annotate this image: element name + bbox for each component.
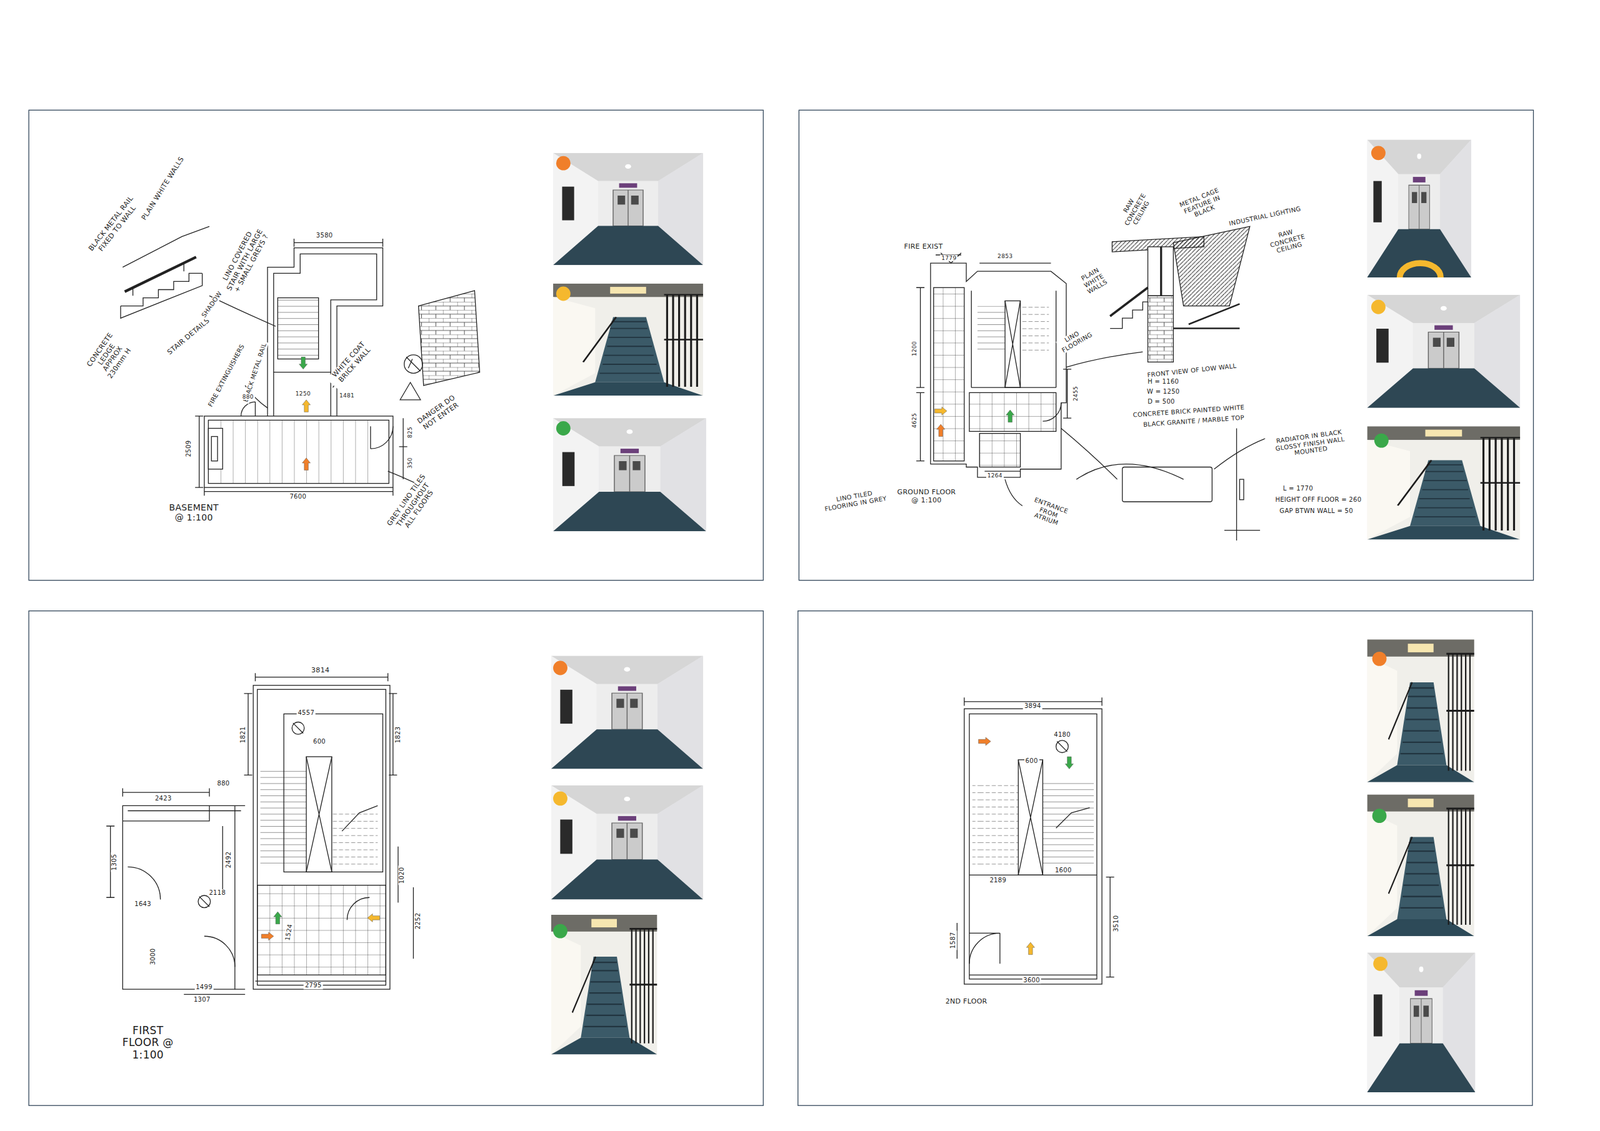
sketch-note: FIRST FLOOR @ 1:100 (115, 1024, 181, 1062)
dimension-label: 2189 (988, 876, 1008, 885)
dimension-label: 1020 (398, 865, 407, 885)
dimension-label: 3580 (315, 231, 335, 240)
photos (551, 140, 1520, 1093)
dimension-label: 1499 (194, 984, 214, 992)
sketch-note: BASEMENT @ 1:100 (166, 501, 221, 522)
sketch-note: RAW CONCRETE CEILING (1259, 223, 1317, 259)
second-floor-plan (956, 697, 1114, 985)
dimension-label: 2509 (185, 439, 193, 459)
dimension-label: 4557 (296, 709, 316, 717)
sketch-note: D = 500 (1146, 398, 1177, 407)
basement-arrows (299, 356, 311, 470)
dimension-label: 1264 (986, 472, 1004, 479)
dimension-label: 2455 (1072, 385, 1079, 403)
sketch-note: CONCRETE LEDGE APPROX 230mm H (83, 328, 137, 386)
dimension-label: 1821 (239, 725, 247, 745)
dimension-label: 880 (216, 780, 232, 788)
sketch-note: DANGER DO NOT ENTER (414, 393, 464, 434)
dimension-label: 825 (406, 425, 414, 440)
panel-frames (28, 110, 1534, 1106)
first-floor-plan (106, 673, 414, 995)
sketch-note: STAIR DETAILS (165, 316, 212, 358)
basement-plan (120, 226, 480, 496)
sketch-note: RADIATOR IN BLACK GLOSSY FINISH WALL MOU… (1264, 426, 1356, 461)
dimension-label: 3600 (1021, 976, 1042, 985)
sketch-note: LINO FLOORING (1055, 325, 1092, 354)
sketch-note: WHITE COAT BRICK WALL (326, 335, 378, 390)
dimension-label: 4180 (1052, 731, 1072, 739)
dimension-label: 1305 (110, 852, 119, 872)
sketch-note: FRONT VIEW OF LOW WALL (1145, 361, 1239, 379)
sketch-note: PLAIN WHITE WALLS (1071, 261, 1116, 300)
sketch-note: BLACK METAL RAIL FIXED TO WALL (85, 192, 144, 261)
dimension-label: 1643 (133, 900, 153, 909)
sketch-note: W = 1250 (1145, 388, 1181, 396)
sketch-note: METAL CAGE FEATURE IN BLACK (1170, 183, 1234, 225)
sketch-note: PLAIN WHITE WALLS (140, 154, 187, 223)
dimension-label: 1587 (949, 931, 957, 951)
sketch-note: RAW CONCRETE CEILING (1114, 185, 1155, 234)
dimension-label: 1200 (911, 340, 918, 358)
dimension-label: 600 (1024, 757, 1040, 765)
sketch-note: LINO COVERED STAIR WITH LARGE + SMALL GR… (215, 220, 274, 301)
dimension-label: 2252 (415, 911, 423, 932)
dimension-label: 600 (311, 738, 327, 746)
sketch-note: FIRE EXIST (903, 243, 945, 252)
dimension-label: 2492 (225, 850, 233, 870)
dimension-label: 1823 (394, 725, 402, 745)
dimension-label: 2423 (153, 795, 174, 804)
dimension-label: 1307 (192, 996, 212, 1004)
dimension-label: 7600 (288, 493, 308, 501)
sketch-note: HEIGHT OFF FLOOR = 260 (1273, 496, 1363, 504)
sketch-note: GREY LINO TILES THROUGHOUT ALL FLOORS (385, 472, 442, 539)
second-floor-arrows (978, 737, 1074, 955)
sketch-note: ENTRANCE FROM ATRIUM (1025, 495, 1074, 530)
dimension-label: 350 (406, 456, 414, 470)
dimension-label: 2853 (996, 253, 1014, 260)
first-floor-arrows (261, 911, 380, 941)
dimension-label: 3894 (1023, 702, 1043, 710)
dimension-label: 1250 (294, 390, 312, 397)
ground-floor-plan (916, 226, 1265, 541)
sketch-note: H = 1160 (1146, 378, 1180, 386)
ground-floor-arrows (934, 406, 1014, 437)
dimension-label: 1600 (1053, 866, 1074, 875)
dimension-label: 1779 (940, 255, 958, 262)
sketch-note: L = 1770 (1281, 485, 1315, 493)
sketch-note: GROUND FLOOR @ 1:100 (894, 488, 959, 505)
dimension-label: 3510 (1112, 913, 1120, 934)
dimension-label: 880 (241, 393, 255, 400)
sketch-note: 2ND FLOOR (944, 998, 989, 1007)
dimension-label: 1524 (283, 922, 295, 943)
dimension-label: 4625 (911, 411, 918, 430)
dimension-label: 2118 (207, 889, 227, 897)
dimension-label: 3000 (149, 947, 157, 967)
dimension-label: 2795 (303, 981, 324, 990)
sketch-note: LINO TILED FLOORING IN GREY (817, 486, 893, 514)
sketch-note: INDUSTRIAL LIGHTING (1227, 205, 1304, 228)
dimension-label: 3814 (310, 666, 331, 675)
sketch-note: GAP BTWN WALL = 50 (1278, 507, 1355, 515)
dimension-label: 1481 (338, 392, 356, 399)
